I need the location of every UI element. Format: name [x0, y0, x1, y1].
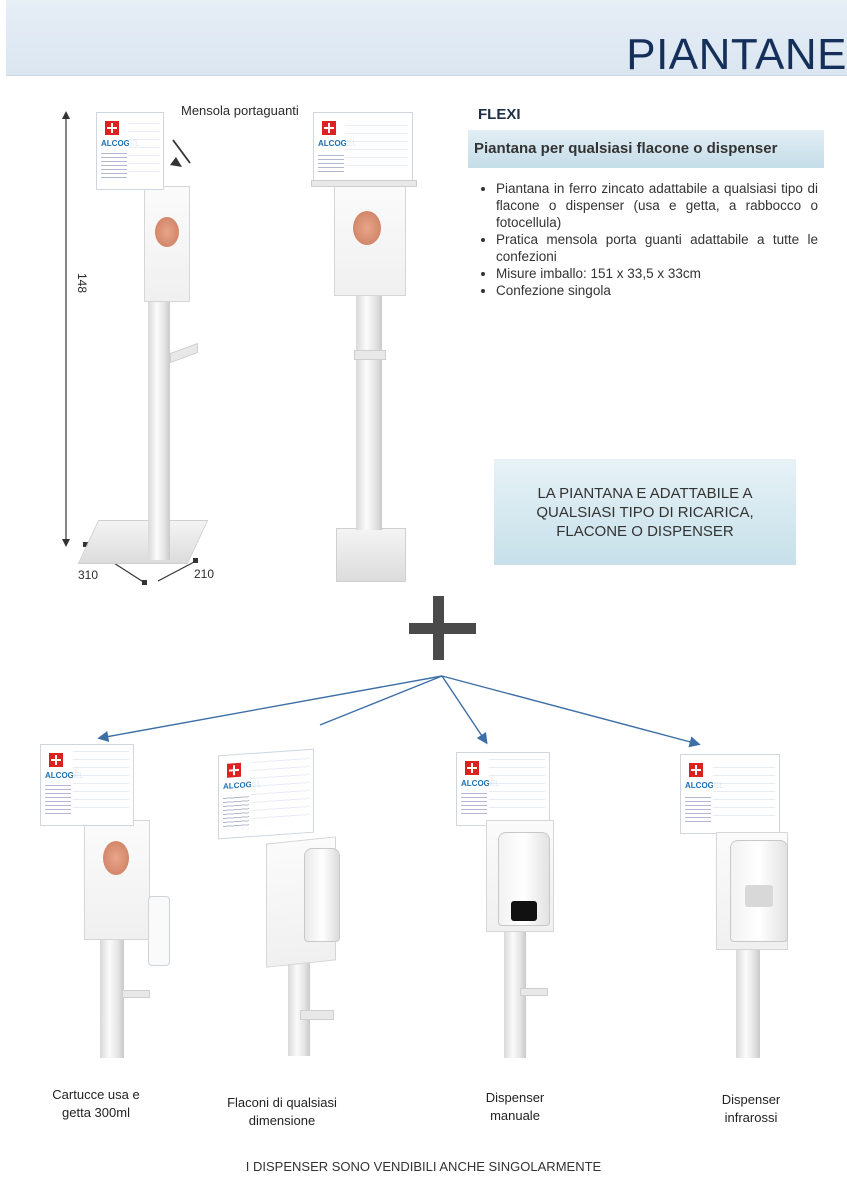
stand-shelf: [520, 988, 548, 996]
poster-board: ALCOGEL: [218, 748, 314, 840]
cross-logo: [322, 121, 336, 135]
header-band: [6, 0, 847, 76]
dispenser-window: [511, 901, 537, 921]
stand-pole: [148, 300, 170, 560]
infrared-dispenser: [730, 840, 788, 942]
poster-board: ALCOGEL: [40, 744, 134, 826]
poster-brand: ALCOGEL: [685, 781, 725, 790]
stand-pole: [356, 290, 382, 530]
dispenser-panel: [84, 820, 150, 940]
caption-infrared: Dispenser infrarossi: [721, 1092, 781, 1125]
hand-graphic: [155, 217, 179, 247]
callout-text: LA PIANTANA E ADATTABILE A QUALSIASI TIP…: [536, 484, 754, 540]
cross-logo: [49, 753, 63, 767]
cross-logo: [465, 761, 479, 775]
poster-brand: ALCOGEL: [101, 139, 141, 148]
manual-dispenser: [498, 832, 550, 926]
bottle: [304, 848, 340, 942]
product-subtitle: Piantana per qualsiasi flacone o dispens…: [474, 140, 778, 157]
caption-bottle: Flaconi di qualsiasi dimensione: [227, 1095, 337, 1128]
poster-brand: ALCOGEL: [461, 779, 501, 788]
poster-board: ALCOGEL: [313, 112, 413, 184]
width-label: 310: [78, 568, 99, 582]
poster-brand: ALCOGEL: [45, 771, 85, 780]
callout-box: LA PIANTANA E ADATTABILE A QUALSIASI TIP…: [494, 459, 796, 565]
product-name: FLEXI: [478, 106, 521, 123]
cross-logo: [689, 763, 703, 777]
poster-board: ALCOGEL: [456, 752, 550, 826]
subtitle-band: [468, 130, 824, 168]
cross-logo: [105, 121, 119, 135]
stand-shelf: [354, 350, 386, 360]
dimension-lines: [62, 111, 198, 585]
glove-shelf: [311, 180, 417, 187]
feature-list: Piantana in ferro zincato adattabile a q…: [474, 180, 818, 299]
hand-graphic: [103, 841, 129, 875]
cross-logo: [227, 762, 241, 778]
stand-pole: [504, 930, 526, 1058]
poster-board: ALCOGEL: [96, 112, 164, 190]
page-title: PIANTANE: [626, 30, 847, 79]
poster-brand: ALCOGEL: [318, 139, 358, 148]
feature-item: Confezione singola: [496, 282, 818, 299]
caption-manual: Dispenser manuale: [485, 1090, 545, 1123]
stand-shelf: [122, 990, 150, 998]
plus-icon-bar: [409, 623, 476, 634]
glove-shelf-label: Mensola portaguanti: [181, 103, 299, 118]
hand-graphic: [353, 211, 381, 245]
dispenser-panel: [334, 182, 406, 296]
stand-pole: [100, 940, 124, 1058]
dispenser-panel: [144, 186, 190, 302]
cartridge-bottle: [148, 896, 170, 966]
stand-base: [77, 520, 209, 564]
stand-shelf: [300, 1010, 334, 1020]
depth-label: 210: [194, 567, 215, 581]
arrows: [97, 675, 701, 748]
feature-item: Pratica mensola porta guanti adattabile …: [496, 231, 818, 265]
sensor-window: [745, 885, 773, 907]
feature-item: Piantana in ferro zincato adattabile a q…: [496, 180, 818, 231]
height-label: 148: [75, 272, 90, 294]
footer-note: I DISPENSER SONO VENDIBILI ANCHE SINGOLA…: [245, 1159, 602, 1174]
stand-base: [336, 528, 406, 582]
caption-cartridge: Cartucce usa e getta 300ml: [52, 1087, 140, 1120]
poster-board: ALCOGEL: [680, 754, 780, 834]
feature-item: Misure imballo: 151 x 33,5 x 33cm: [496, 265, 818, 282]
stand-pole: [736, 940, 760, 1058]
stand-pole: [288, 950, 310, 1056]
